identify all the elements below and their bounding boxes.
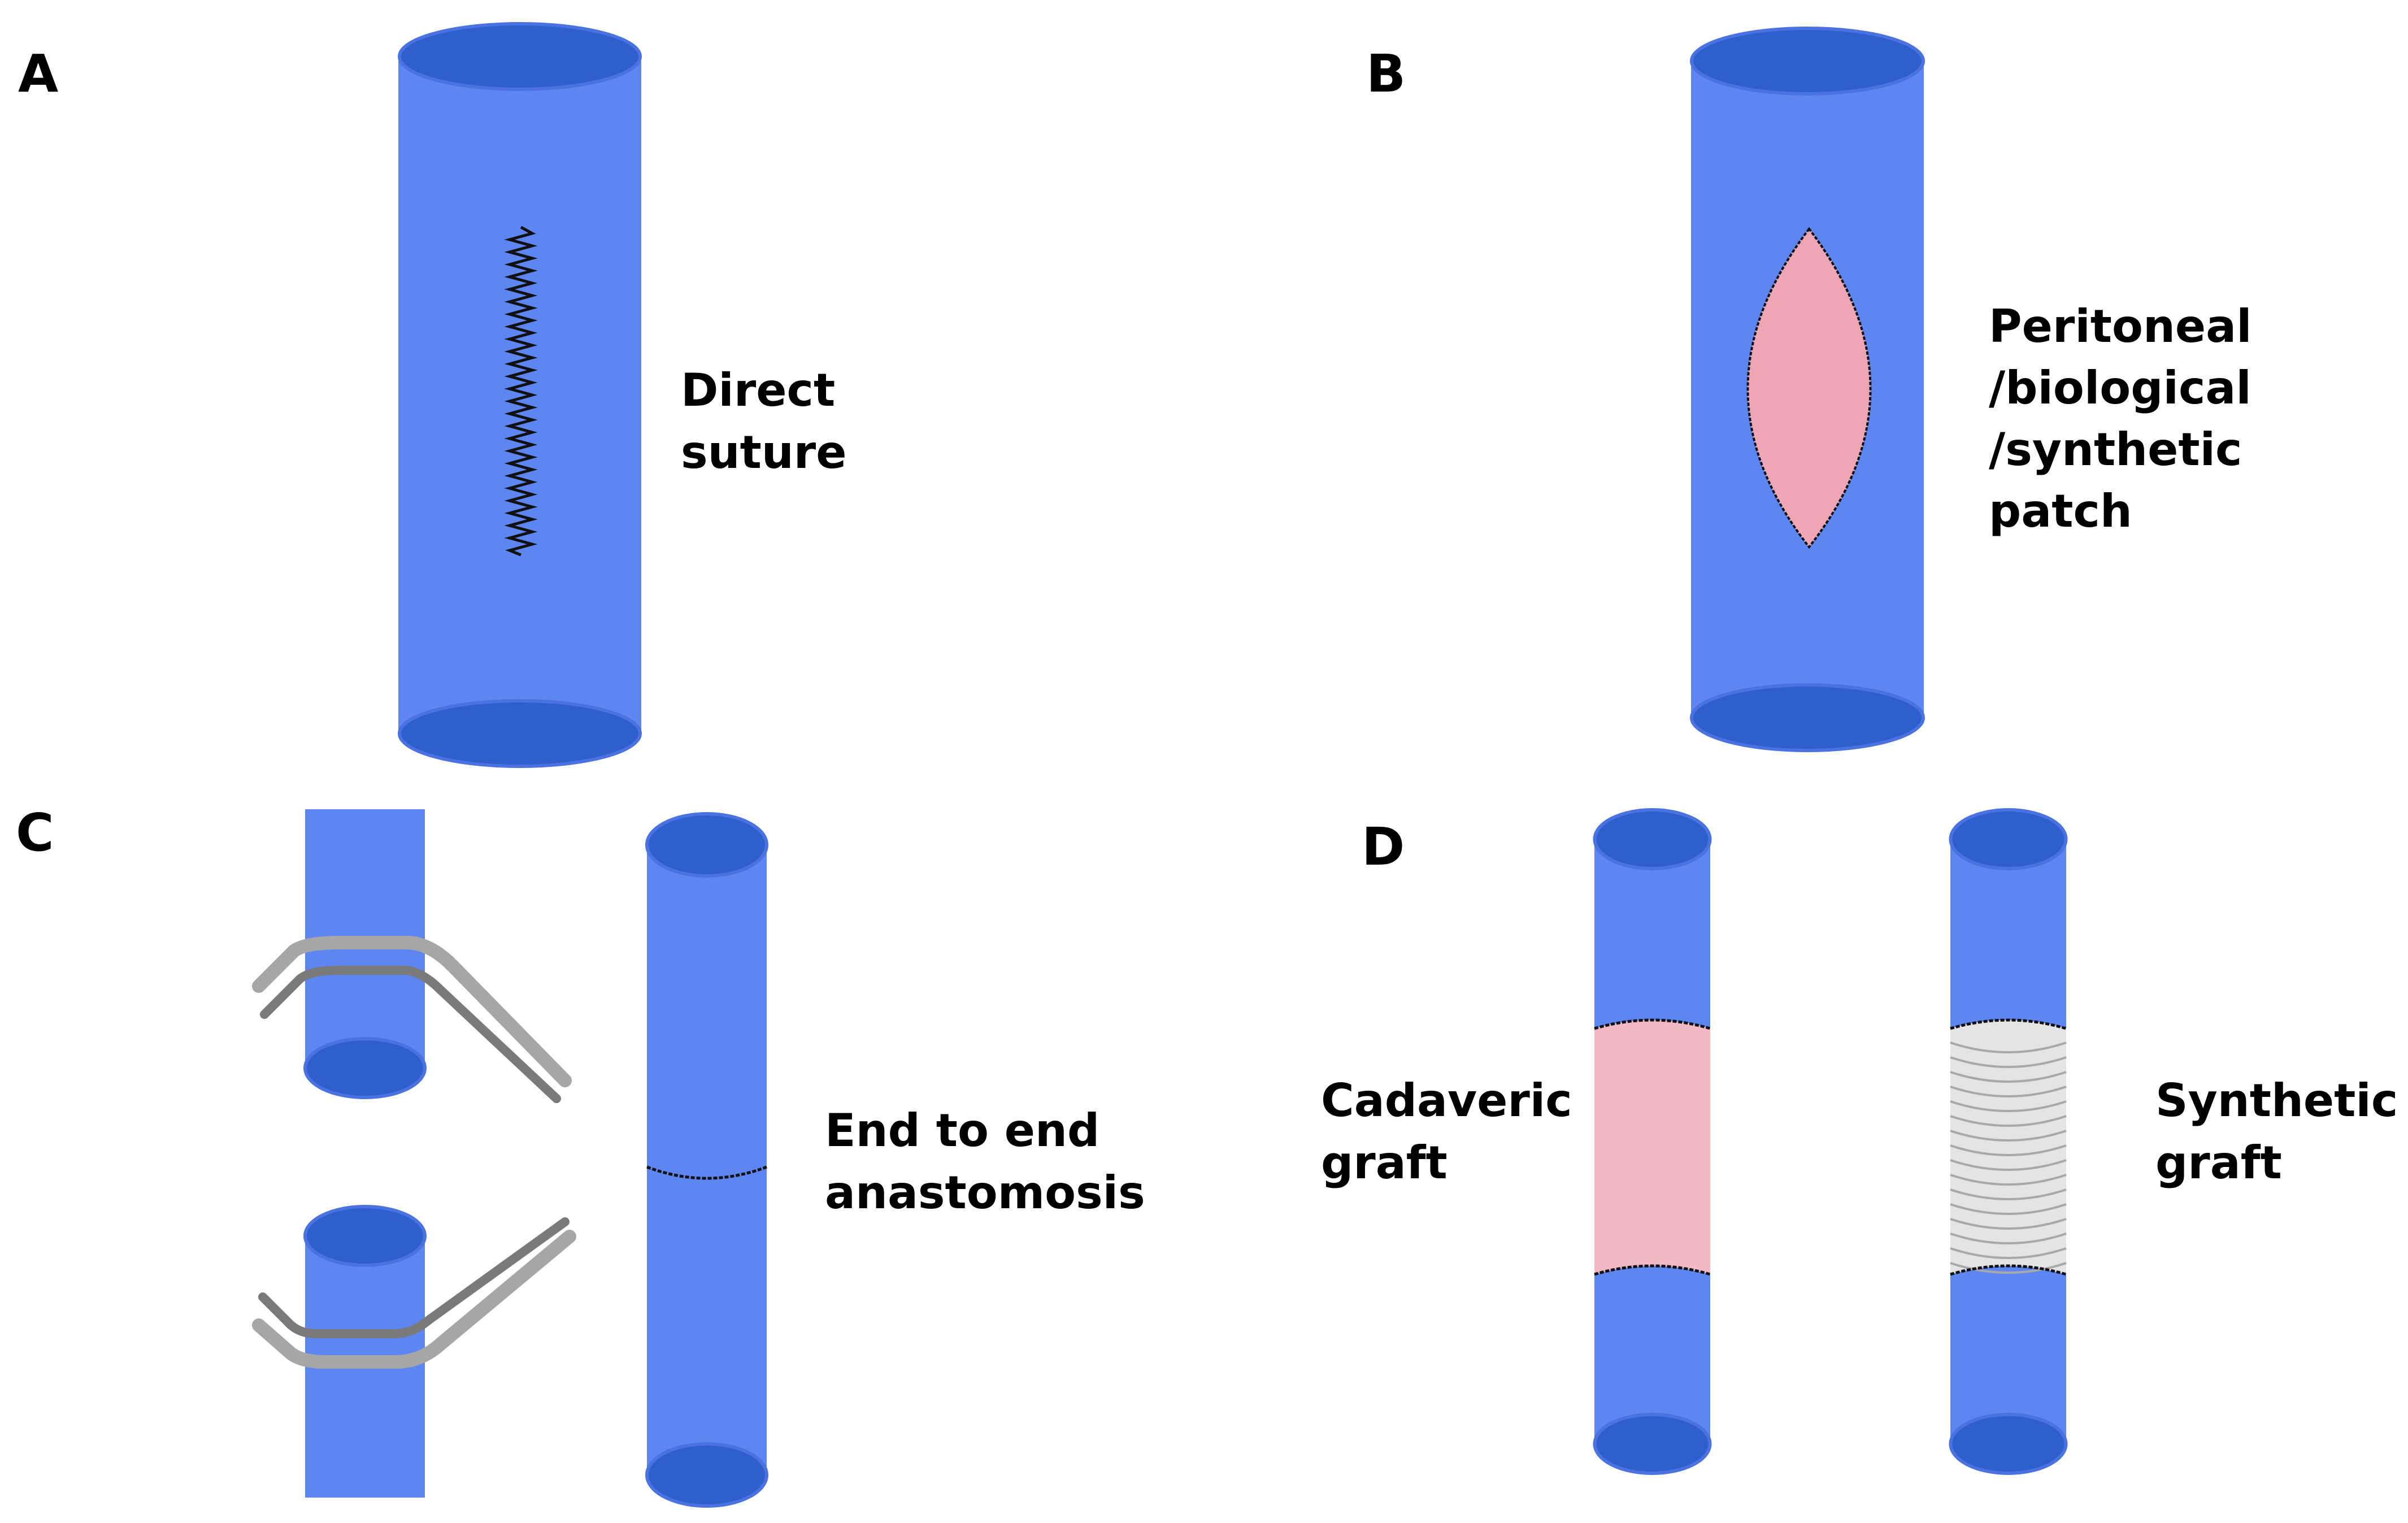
panel-b: B Peritoneal /biological /synthetic patc… <box>1366 27 2267 752</box>
panel-a-letter: A <box>18 44 58 104</box>
vessel-d-synthetic-bottom-opening <box>1949 1413 2068 1475</box>
synthetic-graft-ring <box>1950 1144 2067 1156</box>
vessel-d-cadaveric <box>1593 808 1712 1475</box>
synthetic-graft-ring <box>1950 1174 2067 1186</box>
synthetic-graft-ring <box>1950 1247 2067 1259</box>
vessel-c-anastomosed-top-opening <box>645 812 768 878</box>
clamp-icon <box>252 936 572 1103</box>
caption-anastomosis: End to end anastomosis <box>825 1104 1145 1219</box>
synthetic-graft-ring <box>1950 1130 2067 1142</box>
synthetic-graft-ring <box>1950 1071 2067 1083</box>
clamp-lower-jaw-1 <box>258 1217 570 1338</box>
caption-d-left-line-2: graft <box>1321 1136 1448 1189</box>
vessel-a-top-opening <box>398 22 642 91</box>
synthetic-graft-segment <box>1950 1020 2066 1274</box>
caption-a-line-2: suture <box>681 426 846 479</box>
clamp-upper-jaw-1 <box>252 936 572 1087</box>
panel-c: C End to end anastomosis <box>16 802 1145 1508</box>
panel-a: A Direct suture <box>18 22 851 768</box>
clamp-upper-jaw-2 <box>260 966 561 1103</box>
synthetic-graft-rings <box>1950 1042 2067 1274</box>
caption-patch: Peritoneal /biological /synthetic patch <box>1989 300 2267 537</box>
synthetic-graft-ring <box>1950 1115 2067 1127</box>
vessel-d-cadaveric-top-opening <box>1593 808 1712 870</box>
vessel-b-top-opening <box>1690 27 1925 96</box>
synthetic-graft-ring <box>1950 1086 2067 1097</box>
vessel-d-synthetic <box>1949 808 2068 1475</box>
caption-b-line-3: /synthetic <box>1989 423 2242 476</box>
caption-b-line-2: /biological <box>1989 362 2251 414</box>
synthetic-graft-ring <box>1950 1218 2067 1230</box>
vessel-c-lower-opening <box>303 1205 427 1267</box>
caption-d-right-line-2: graft <box>2155 1136 2282 1189</box>
synthetic-graft-ring <box>1950 1262 2067 1274</box>
caption-synthetic-graft: Synthetic graft <box>2155 1074 2408 1189</box>
synthetic-graft-top-suture <box>1950 1018 2067 1030</box>
direct-suture-line <box>504 225 538 557</box>
patch-graft <box>1746 227 1872 549</box>
clamp-icon <box>252 1217 576 1369</box>
synthetic-graft-ring <box>1950 1100 2067 1112</box>
vessel-c-anastomosed <box>645 812 768 1508</box>
vessel-c-upper-opening <box>303 1037 427 1099</box>
vessel-c-anastomosed-bottom-opening <box>645 1442 768 1508</box>
caption-d-left-line-1: Cadaveric <box>1321 1074 1572 1127</box>
panel-d: D Cadaveric graft Synthetic graft <box>1321 808 2408 1475</box>
caption-d-right-line-1: Synthetic <box>2155 1074 2398 1127</box>
vessel-d-cadaveric-bottom-opening <box>1593 1413 1712 1475</box>
cadaveric-graft-top-suture <box>1594 1018 1711 1030</box>
caption-direct-suture: Direct suture <box>681 364 851 479</box>
cadaveric-graft-bottom-suture <box>1594 1264 1711 1276</box>
panel-d-letter: D <box>1362 817 1405 877</box>
synthetic-graft-ring <box>1950 1042 2067 1053</box>
caption-cadaveric-graft: Cadaveric graft <box>1321 1074 1588 1189</box>
caption-b-line-1: Peritoneal <box>1989 300 2252 353</box>
synthetic-graft-ring <box>1950 1203 2067 1215</box>
vessel-c-lower-segment <box>303 1205 427 1498</box>
panel-c-letter: C <box>16 802 54 863</box>
synthetic-graft-ring <box>1950 1159 2067 1171</box>
panel-b-letter: B <box>1366 44 1406 104</box>
caption-c-line-1: End to end <box>825 1104 1099 1157</box>
vessel-c-upper-segment <box>303 809 427 1099</box>
synthetic-graft-ring <box>1950 1188 2067 1200</box>
synthetic-graft-bottom-suture <box>1950 1264 2067 1276</box>
vessel-d-synthetic-top-opening <box>1949 808 2068 870</box>
vessel-b-bottom-opening <box>1690 683 1925 752</box>
caption-c-line-2: anastomosis <box>825 1166 1145 1219</box>
vessel-a-bottom-opening <box>398 699 642 768</box>
caption-b-line-4: patch <box>1989 485 2132 537</box>
cadaveric-graft-segment <box>1594 1020 1710 1274</box>
vessel-a <box>398 22 642 768</box>
synthetic-graft-ring <box>1950 1233 2067 1244</box>
vessel-c-anastomosed-body <box>647 845 767 1476</box>
clamp-lower-jaw-2 <box>252 1230 576 1369</box>
synthetic-graft-ring <box>1950 1056 2067 1068</box>
caption-a-line-1: Direct <box>681 364 835 416</box>
